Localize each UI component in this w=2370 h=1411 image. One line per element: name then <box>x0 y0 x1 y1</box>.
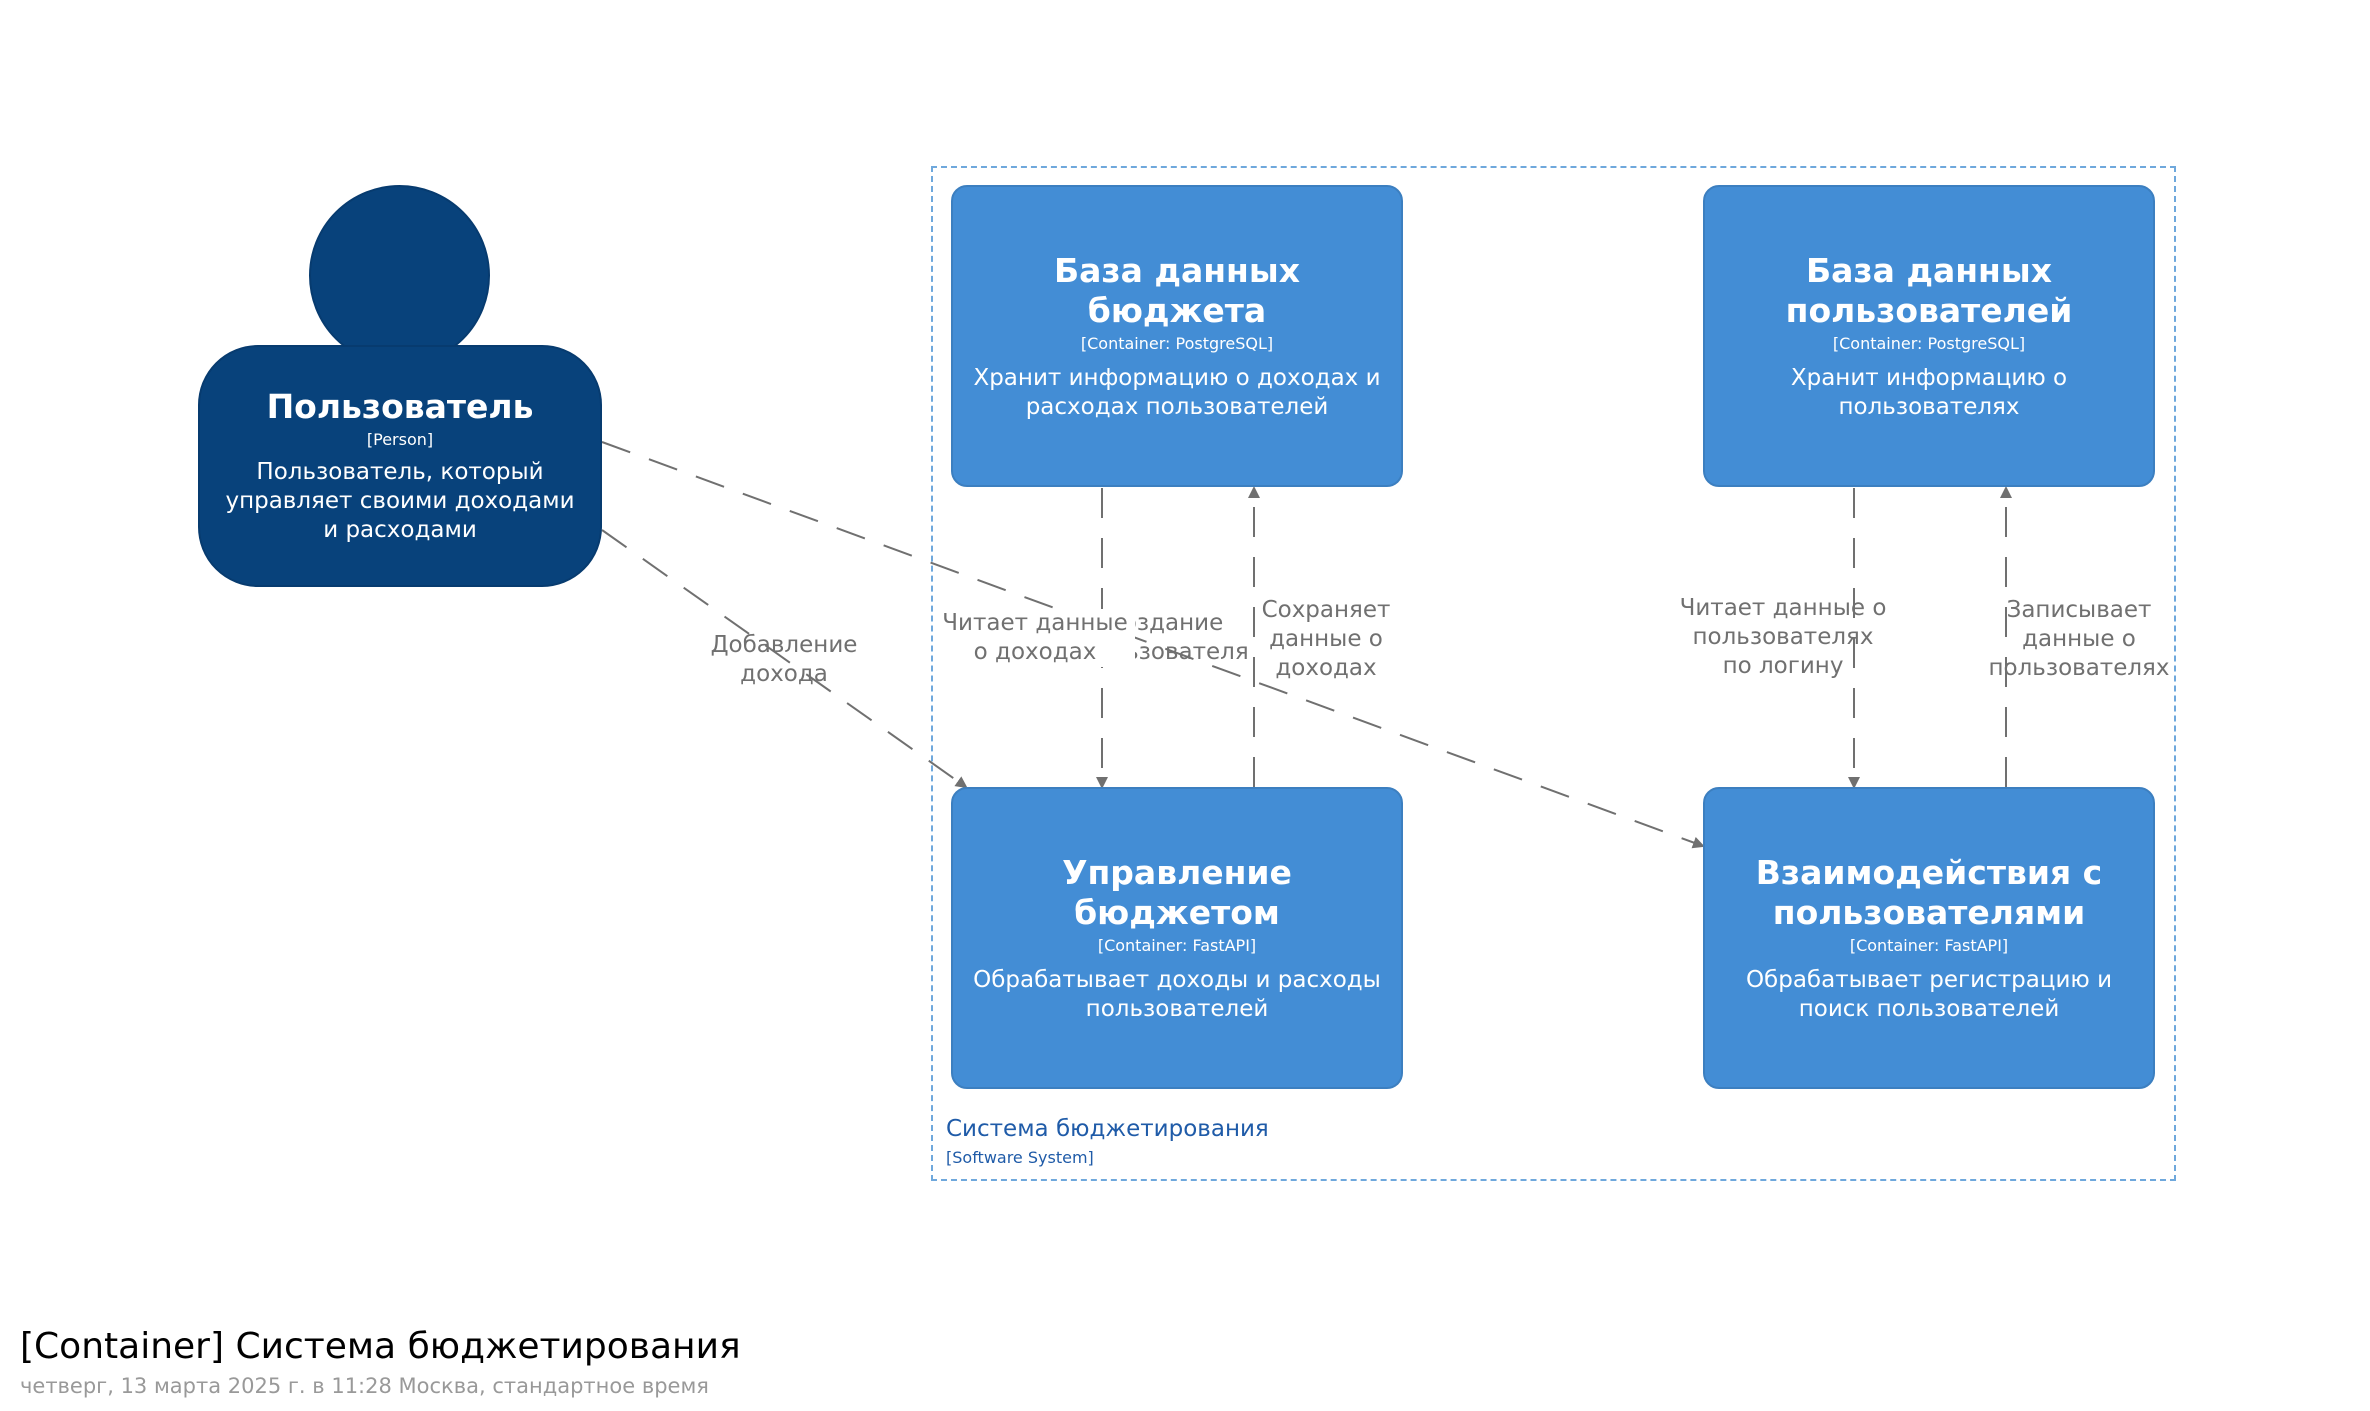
container-users-service: Взаимодействия с пользователями [Contain… <box>1703 787 2155 1089</box>
container-budget-database: База данных бюджета [Container: PostgreS… <box>951 185 1403 487</box>
container-tech: [Container: PostgreSQL] <box>1080 333 1274 353</box>
container-name: Взаимодействия с пользователями <box>1755 852 2103 932</box>
relationship-label-save-income: Сохраняет данные о доходах <box>1261 597 1391 681</box>
person-name: Пользователь <box>266 387 534 426</box>
person-user: Пользователь [Person] Пользователь, кото… <box>198 345 602 587</box>
diagram-title: [Container] Система бюджетирования <box>20 1326 741 1367</box>
diagram-timestamp: четверг, 13 марта 2025 г. в 11:28 Москва… <box>20 1374 709 1398</box>
arrow-user-to-users-service <box>601 441 1705 849</box>
container-tech: [Container: FastAPI] <box>1097 935 1257 955</box>
software-system-boundary <box>931 166 2176 1181</box>
person-type: [Person] <box>366 430 434 449</box>
boundary-type: [Software System] <box>946 1148 1094 1167</box>
person-head <box>309 185 490 366</box>
container-description: Обрабатывает доходы и расходы пользовате… <box>973 966 1381 1022</box>
relationship-label-write-users: Записывает данные о пользователях <box>1988 597 2170 681</box>
arrow-user-to-budget-service <box>601 529 968 789</box>
container-tech: [Container: FastAPI] <box>1849 935 2009 955</box>
container-description: Обрабатывает регистрацию и поиск пользов… <box>1745 966 2113 1022</box>
container-name: База данных бюджета <box>1053 250 1300 330</box>
container-name: Управление бюджетом <box>1062 852 1292 932</box>
relationship-label-add-income: Добавление дохода <box>710 632 858 687</box>
relationship-label-read-income: Читает данные о доходах <box>935 609 1135 667</box>
container-name: База данных пользователей <box>1785 250 2073 330</box>
container-users-database: База данных пользователей [Container: Po… <box>1703 185 2155 487</box>
container-tech: [Container: PostgreSQL] <box>1832 333 2026 353</box>
container-description: Хранит информацию о доходах и расходах п… <box>973 364 1381 420</box>
person-description: Пользователь, который управляет своими д… <box>225 459 575 543</box>
relationship-label-read-users: Читает данные о пользователях по логину <box>1679 595 1887 679</box>
container-budget-service: Управление бюджетом [Container: FastAPI]… <box>951 787 1403 1089</box>
boundary-name: Система бюджетирования <box>946 1116 1269 1142</box>
container-description: Хранит информацию о пользователях <box>1790 364 2068 420</box>
